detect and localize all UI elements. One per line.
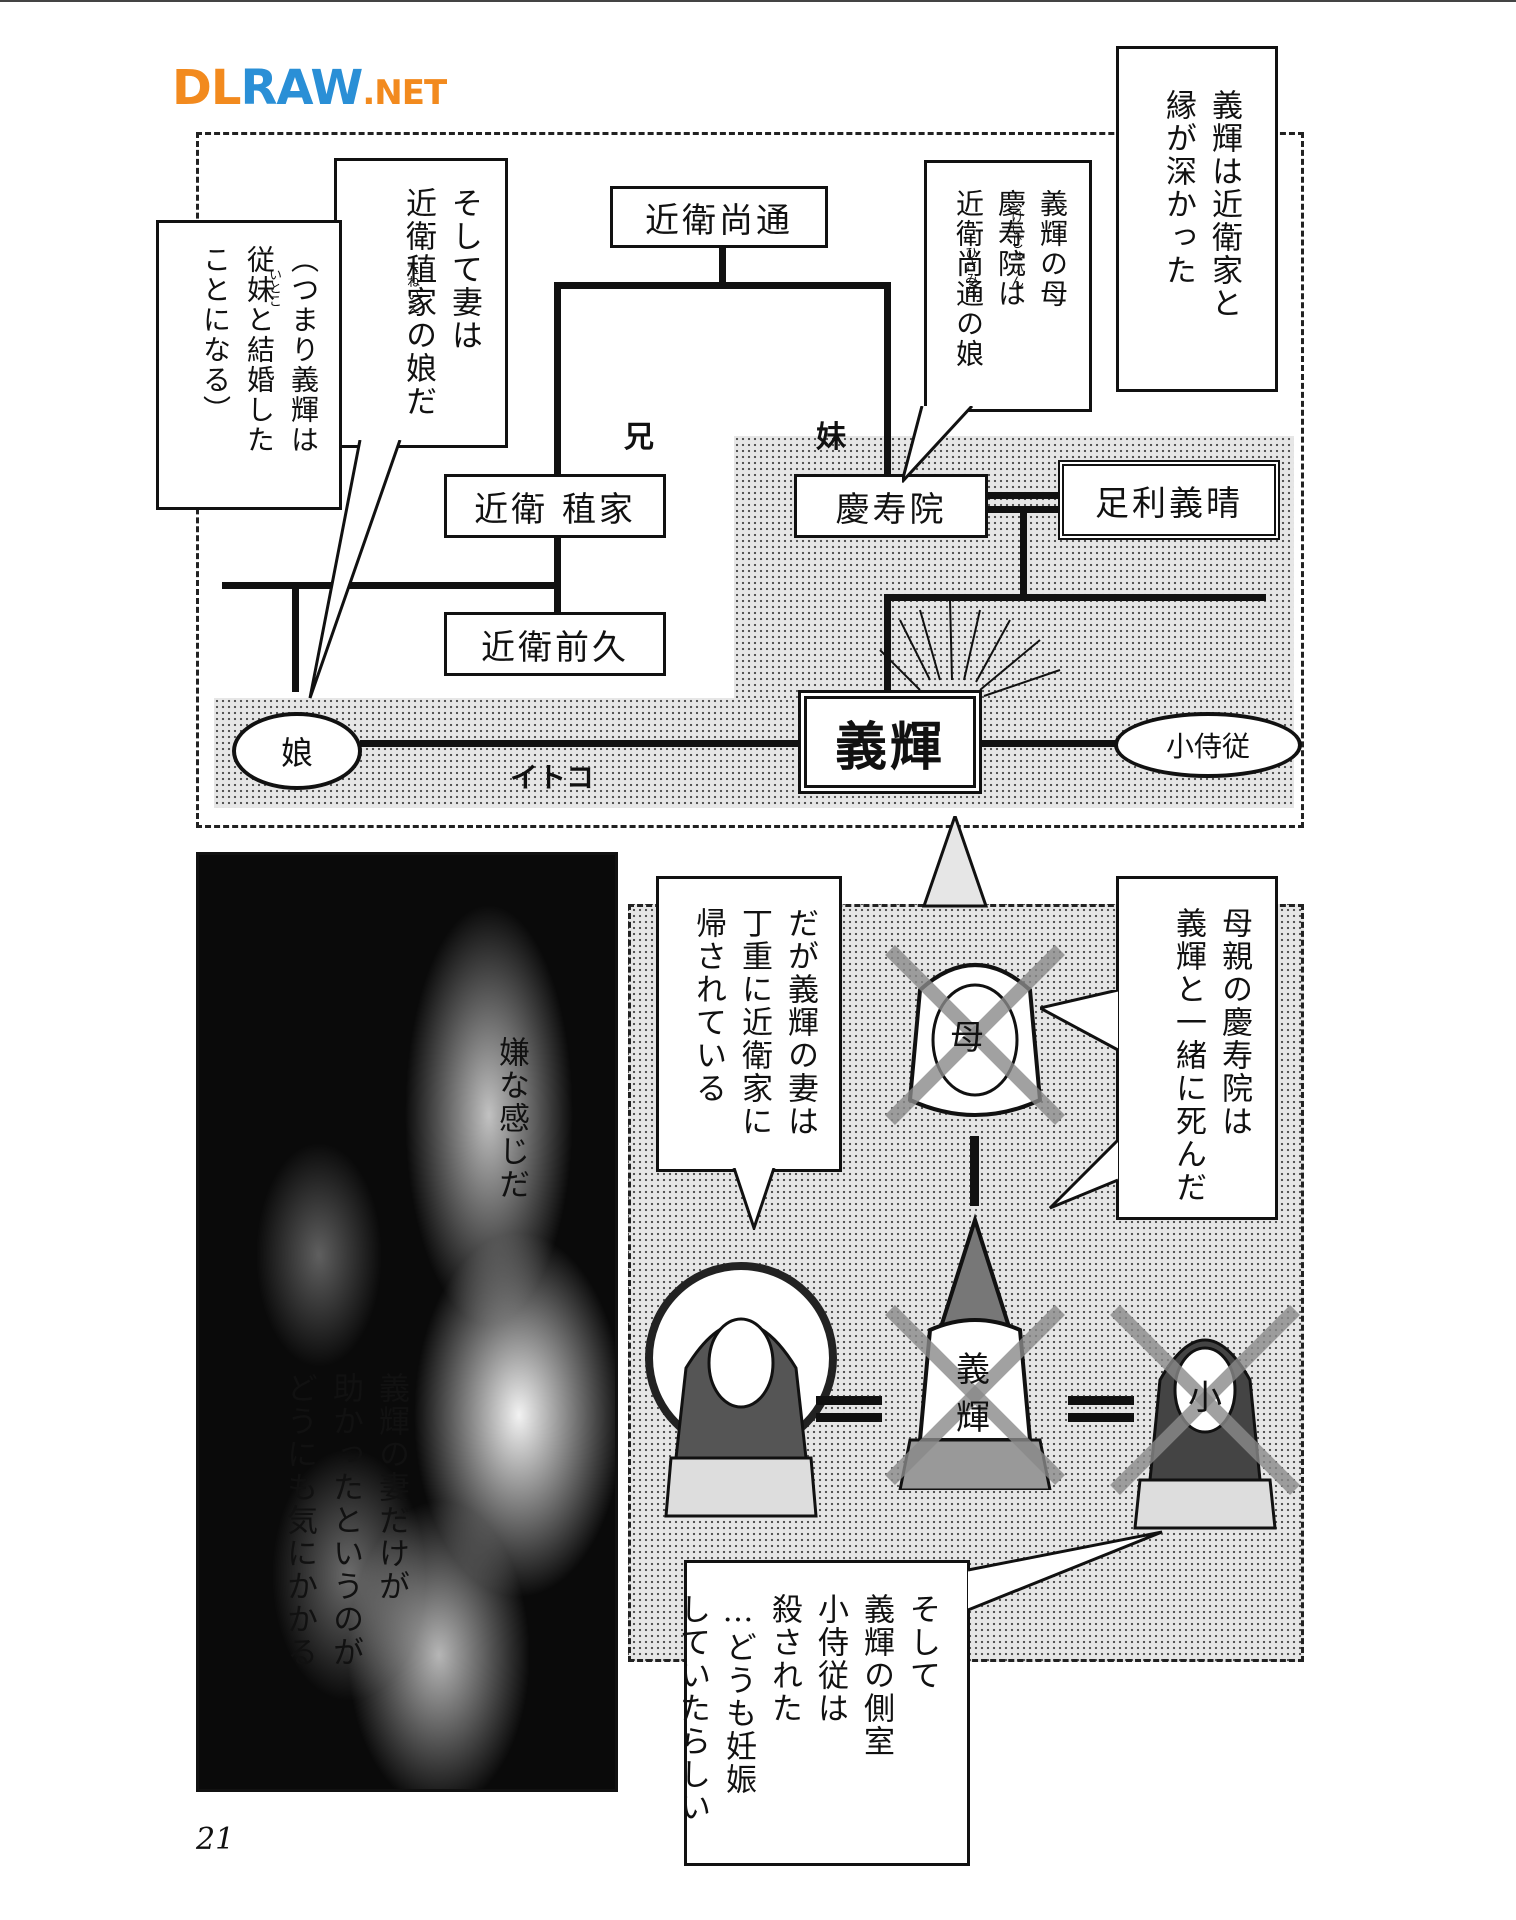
marriage-sign-right xyxy=(1068,1396,1134,1422)
yoshiteru-mark-1: 義 xyxy=(956,1350,990,1390)
marriage-sign-left xyxy=(816,1396,882,1422)
bubble-wife: そして妻は 近衛稙家の娘だ xyxy=(334,158,508,448)
figure-yoshiteru xyxy=(885,1213,1065,1490)
line-parents-down xyxy=(1020,506,1027,598)
figure-mother xyxy=(885,945,1065,1125)
pointer-to-yoshiteru xyxy=(921,816,989,908)
bubble-concubine: そして 義輝の側室 小侍従は 殺された …どうも妊娠 していたらしい xyxy=(674,1560,970,1866)
name-konoe-sakihisa: 近衛前久 xyxy=(444,612,666,676)
figure-wife xyxy=(645,1262,837,1518)
line-mother-yoshiteru xyxy=(970,1136,979,1206)
name-konoe-hisamichi: 近衛尚通 xyxy=(610,186,828,248)
bubble-concubine-text: そして 義輝の側室 小侍従は 殺された …どうも妊娠 していたらしい xyxy=(674,1593,940,1824)
ruby-hisamichi: ひさみち xyxy=(962,246,977,298)
line-konoe-children xyxy=(222,582,558,589)
logo-net: .NET xyxy=(362,73,447,113)
ruby-taneie: たねいえ xyxy=(404,262,419,314)
name-konoe-taneie: 近衛 稙家 xyxy=(444,474,666,538)
name-keijuin: 慶寿院 xyxy=(794,474,988,538)
label-ani: 兄 xyxy=(624,420,654,455)
bubble-sent-home-text: だが義輝の妻は 丁重に近衛家に 帰されている xyxy=(690,907,818,1138)
yoshiteru-burst xyxy=(879,600,1061,697)
dark-cloud-panel xyxy=(196,852,618,1792)
figure-kojiju xyxy=(1110,1305,1300,1530)
bubble-mother-tail xyxy=(902,406,974,484)
mother-mark: 母 xyxy=(950,1018,984,1058)
text-bad-feeling: 嫌な感じだ xyxy=(493,1036,529,1201)
bubble-wife-tail xyxy=(308,440,402,699)
line-to-musume xyxy=(292,582,299,692)
line-itoko-marriage xyxy=(360,740,800,747)
name-kojiju: 小侍従 xyxy=(1114,712,1302,778)
bubble-died-together-text: 母親の慶寿院は 義輝と一緒に死んだ xyxy=(1170,907,1252,1204)
line-to-keijuin xyxy=(884,282,891,478)
line-marriage-parents-1 xyxy=(986,492,1060,499)
name-musume: 娘 xyxy=(232,712,362,790)
ruby-itoko: いとこ xyxy=(266,268,281,307)
line-ashikaga-children xyxy=(884,594,1266,601)
bubble-sent-home: だが義輝の妻は 丁重に近衛家に 帰されている xyxy=(656,876,842,1172)
label-itoko: イトコ xyxy=(510,761,595,794)
bubble-top-right: 義輝は近衛家と 縁が深かった xyxy=(1116,46,1278,392)
bubble-wife-text: そして妻は 近衛稙家の娘だ xyxy=(400,187,482,418)
bubble-concubine-tail xyxy=(967,1530,1163,1612)
line-to-yoshiteru xyxy=(884,594,891,694)
top-border xyxy=(0,0,1516,2)
name-yoshiteru: 義輝 xyxy=(798,690,982,794)
bubble-died-together: 母親の慶寿院は 義輝と一緒に死んだ xyxy=(1116,876,1278,1220)
bubble-died-together-tail xyxy=(1040,990,1120,1210)
watermark-logo: DLRAW.NET xyxy=(172,60,447,116)
ruby-keijuin: けいじゅいん xyxy=(1008,210,1023,288)
line-to-taneie xyxy=(554,282,561,478)
logo-dl: DL xyxy=(172,60,241,116)
logo-raw: RAW xyxy=(240,60,363,116)
bubble-sent-home-tail xyxy=(732,1168,776,1230)
bubble-mother: 義輝の母 慶寿院は 近衛尚通の娘 xyxy=(924,160,1092,412)
bubble-mother-text: 義輝の母 慶寿院は 近衛尚通の娘 xyxy=(952,189,1069,369)
line-taneie-down xyxy=(554,536,561,612)
yoshiteru-mark-2: 輝 xyxy=(956,1398,990,1438)
bubble-top-right-text: 義輝は近衛家と 縁が深かった xyxy=(1160,89,1242,320)
kojiju-mark: 小 xyxy=(1188,1378,1222,1418)
text-suspicious: 義輝の妻だけが 助かったというのが どうにも気にかかる xyxy=(281,1372,409,1669)
bubble-cousin-text: （つまり義輝は 従妹と結婚した ことになる） xyxy=(199,245,320,455)
name-ashikaga-yoshiharu: 足利義晴 xyxy=(1058,460,1280,540)
page-number: 21 xyxy=(196,1822,235,1857)
line-hisamichi-down xyxy=(719,246,726,286)
bubble-cousin: （つまり義輝は 従妹と結婚した ことになる） xyxy=(156,220,342,510)
label-imouto: 妹 xyxy=(816,420,846,455)
line-hisamichi-span xyxy=(554,282,890,289)
tree-shading-bottom xyxy=(214,698,1294,808)
line-kojiju-link xyxy=(980,740,1118,747)
